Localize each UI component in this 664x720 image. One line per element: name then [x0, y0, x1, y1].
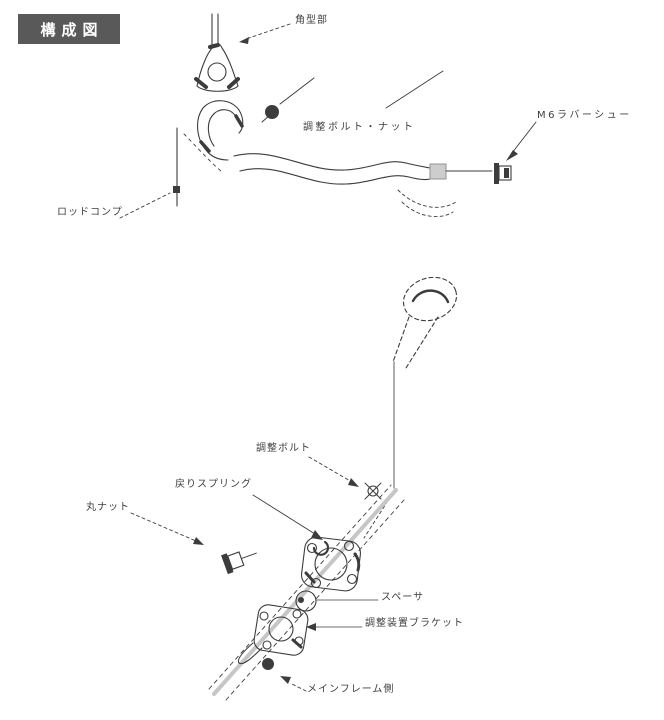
label-adjust-bolt: 調整ボルト	[256, 443, 311, 454]
lever-hidden-left	[392, 316, 410, 363]
bracket-flange	[237, 604, 309, 665]
label-m6-rubber-shoe: M6ラバーシュー	[537, 110, 632, 121]
title-badge-text: 構成図	[40, 20, 104, 39]
spacer-ring	[295, 590, 317, 612]
main-shaft-edge-1	[208, 484, 392, 690]
shaft-joint-blob	[262, 658, 274, 670]
leader-main-frame	[289, 682, 307, 692]
label-return-spring: 戻りスプリング	[175, 479, 252, 490]
control-rod-pin	[173, 186, 180, 193]
leader-round-nut-arrow	[193, 537, 204, 545]
lever-hidden-right	[405, 316, 439, 369]
round-nut-bolt	[221, 551, 257, 575]
m6-fastener	[494, 163, 512, 184]
upper-flange	[300, 536, 362, 592]
hook-inner	[207, 109, 237, 147]
hook-outer	[197, 100, 244, 151]
label-adjust-bolt-nut: 調整ボルト・ナット	[303, 122, 416, 133]
top-assembly	[119, 13, 537, 219]
main-shaft	[212, 488, 398, 696]
clevis-rod	[211, 13, 219, 47]
leader-adjust-bolt2	[308, 456, 353, 483]
bottom-assembly	[130, 276, 458, 701]
hidden-arc-1	[397, 189, 457, 208]
title-badge: 構成図	[18, 14, 120, 44]
tube-upper-line	[233, 153, 431, 171]
label-clevis: 角型部	[295, 15, 328, 26]
hook-accents	[199, 114, 244, 153]
leader-m6-arrow	[506, 150, 518, 161]
hidden-diagonal	[183, 133, 223, 173]
tube-sleeve	[429, 163, 447, 180]
hidden-arc-2	[401, 201, 454, 218]
leader-clevis-arrow	[239, 37, 249, 44]
leader-clevis	[245, 23, 291, 40]
grip-accent	[411, 289, 450, 304]
leader-rod-comp	[119, 192, 171, 219]
tube-lower-line	[239, 168, 431, 185]
label-main-frame-side: メインフレーム側	[307, 684, 395, 695]
grip-outline	[402, 276, 458, 322]
label-spacer: スペーサ	[381, 592, 425, 603]
leader-adjust-bolt-nut	[385, 70, 444, 109]
spacer-pin	[298, 597, 304, 603]
adjust-bolt-head	[265, 105, 279, 119]
clevis-outline	[196, 43, 239, 92]
clevis-accents	[194, 43, 240, 89]
label-rod-comp: ロッドコンプ	[57, 207, 123, 218]
leader-return-spring-arrow	[311, 530, 323, 540]
leader-adjust-bolt2-arrow	[348, 478, 359, 487]
clevis-hole	[207, 62, 227, 82]
leader-round-nut	[130, 512, 197, 542]
leader-bracket-arrow	[306, 623, 316, 631]
adjust-bolt-ticks	[261, 77, 315, 123]
leader-m6	[511, 121, 537, 154]
adjust-bolt-2	[364, 482, 382, 500]
label-round-nut: 丸ナット	[86, 502, 130, 513]
leader-main-frame-arrow	[280, 676, 291, 684]
leader-return-spring	[252, 494, 316, 535]
label-adjuster-bracket: 調整装置ブラケット	[365, 618, 464, 629]
